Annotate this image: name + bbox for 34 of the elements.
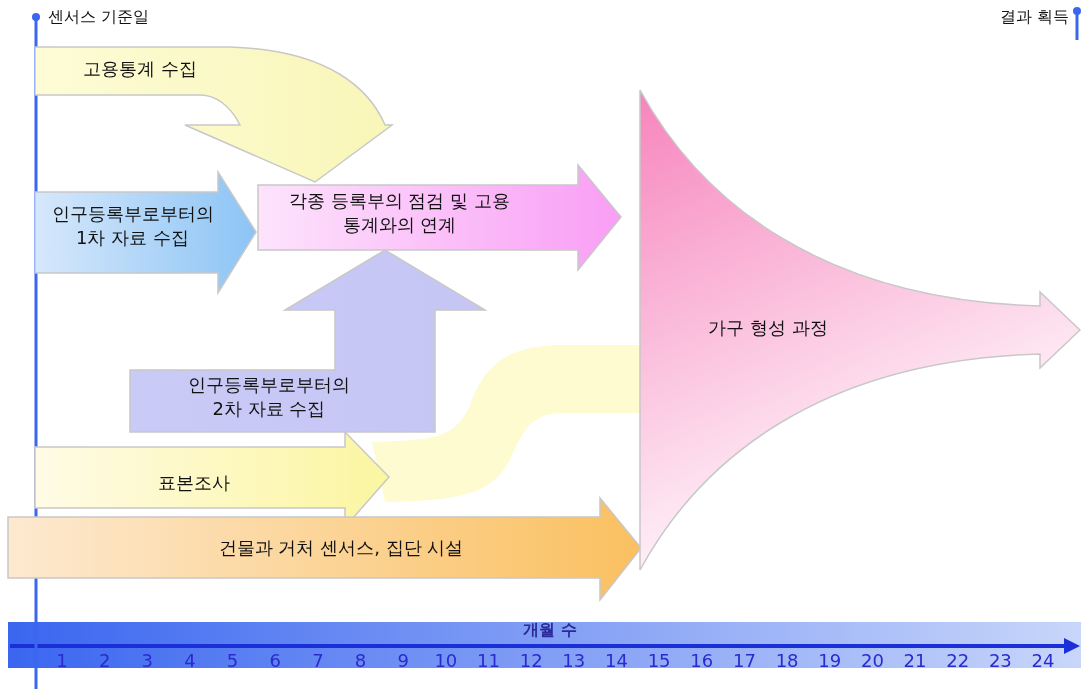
tick-label: 12 bbox=[518, 650, 544, 671]
tick-label: 14 bbox=[604, 650, 629, 671]
tick-label: 5 bbox=[225, 650, 240, 671]
arrow-label: 고용통계 수집 bbox=[82, 57, 198, 81]
tick-label: 2 bbox=[97, 650, 112, 671]
tick-label: 16 bbox=[689, 650, 715, 671]
tick-label: 17 bbox=[731, 650, 757, 671]
tick-label: 3 bbox=[140, 650, 154, 671]
tick-label: 24 bbox=[1030, 650, 1056, 671]
tick-label: 6 bbox=[268, 650, 282, 671]
tick-label: 8 bbox=[353, 650, 368, 671]
tick-label: 15 bbox=[646, 650, 672, 671]
arrow-label: 표본조사 bbox=[157, 471, 231, 495]
axis-title: 개월 수 bbox=[522, 620, 578, 641]
tick-label: 13 bbox=[561, 650, 587, 671]
tick-label: 7 bbox=[311, 650, 325, 671]
arrow-label: 인구등록부로부터의 2차 자료 수집 bbox=[187, 373, 351, 421]
tick-label: 18 bbox=[774, 650, 800, 671]
tick-label: 22 bbox=[945, 650, 971, 671]
tick-label: 1 bbox=[55, 650, 69, 671]
arrow-label: 가구 형성 과정 bbox=[707, 316, 829, 340]
tick-label: 9 bbox=[396, 650, 410, 671]
arrow-label: 인구등록부로부터의 1차 자료 수집 bbox=[50, 202, 215, 250]
tick-label: 21 bbox=[902, 650, 928, 671]
milestone-label: 센서스 기준일 bbox=[48, 7, 150, 28]
milestone-label: 결과 획득 bbox=[999, 7, 1069, 28]
tick-label: 4 bbox=[183, 650, 197, 671]
arrow-label: 각종 등록부의 점검 및 고용통계와의 연계 bbox=[288, 189, 511, 237]
tick-label: 23 bbox=[987, 650, 1013, 671]
tick-label: 19 bbox=[817, 650, 843, 671]
tick-label: 10 bbox=[433, 650, 459, 671]
arrow-label: 건물과 거처 센서스, 집단 시설 bbox=[217, 536, 465, 560]
tick-label: 20 bbox=[859, 650, 885, 671]
tick-label: 11 bbox=[476, 650, 501, 671]
